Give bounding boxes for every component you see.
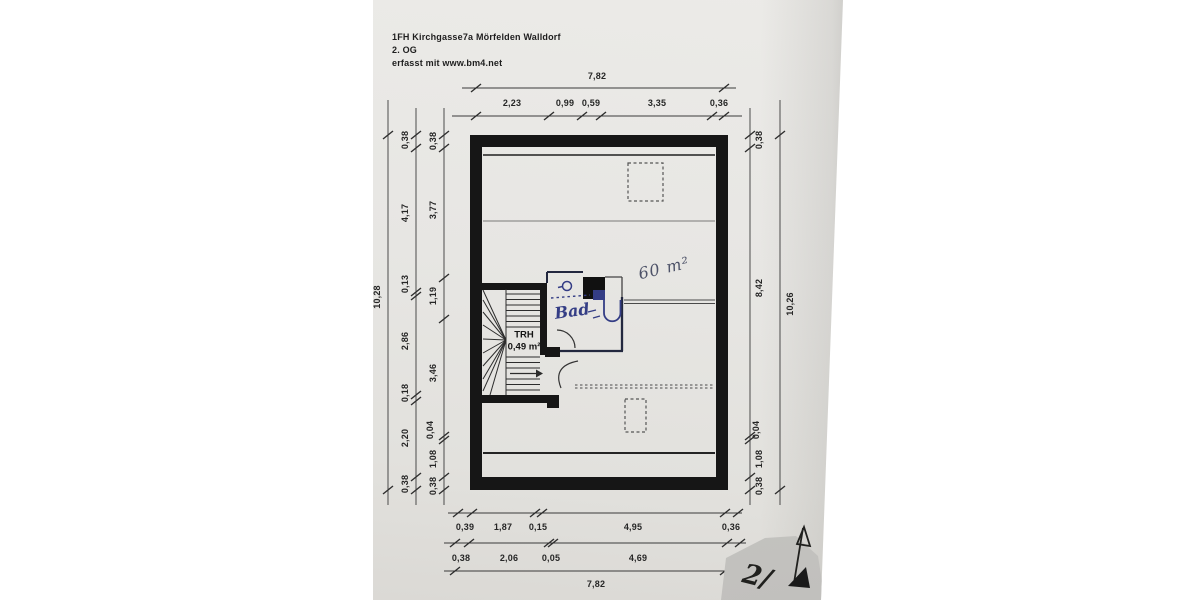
dim-bottom-overall: 7,82 (586, 579, 606, 589)
dim-label: 0,39 (455, 522, 475, 532)
bath-walls (546, 271, 624, 353)
dim-label: 1,87 (493, 522, 513, 532)
dim-label: 3,35 (647, 98, 667, 108)
dim-top-overall: 7,82 (587, 71, 607, 81)
stairwell-label: TRH (514, 329, 534, 341)
dim-label: 2,23 (502, 98, 522, 108)
stair-direction-arrow (510, 369, 543, 378)
dim-label: 0,15 (528, 522, 548, 532)
cistern-icon (593, 290, 605, 300)
dim-label: 0,36 (721, 522, 741, 532)
address-line: 1FH Kirchgasse7a Mörfelden Walldorf (392, 32, 561, 42)
dim-label: 0,05 (541, 553, 561, 563)
stair-walls (470, 283, 560, 408)
dim-label: 4,95 (623, 522, 643, 532)
dim-label: 0,38 (451, 553, 471, 563)
title-block: 1FH Kirchgasse7a Mörfelden Walldorf 2. O… (392, 31, 561, 70)
dim-label: 4,69 (628, 553, 648, 563)
dim-label: 0,36 (709, 98, 729, 108)
captured-with-line: erfasst mit www.bm4.net (392, 58, 503, 68)
sink-icon (561, 280, 573, 292)
upper-flight-treads (506, 293, 540, 328)
dimension-lines (387, 87, 781, 572)
bathroom-ink-sketch (550, 280, 622, 323)
staircase (482, 289, 543, 396)
winder-treads (482, 289, 507, 396)
dim-label: 0,59 (581, 98, 601, 108)
door-arcs (556, 329, 579, 389)
interior-roof-lines (483, 154, 715, 454)
skylight-top (627, 162, 664, 202)
floor-line: 2. OG (392, 45, 418, 55)
lower-flight-treads (506, 356, 540, 391)
dim-label: 2,06 (499, 553, 519, 563)
toilet-icon (603, 300, 622, 323)
stairwell-area-label: 0,49 m² (507, 341, 541, 353)
dim-label: 0,99 (555, 98, 575, 108)
